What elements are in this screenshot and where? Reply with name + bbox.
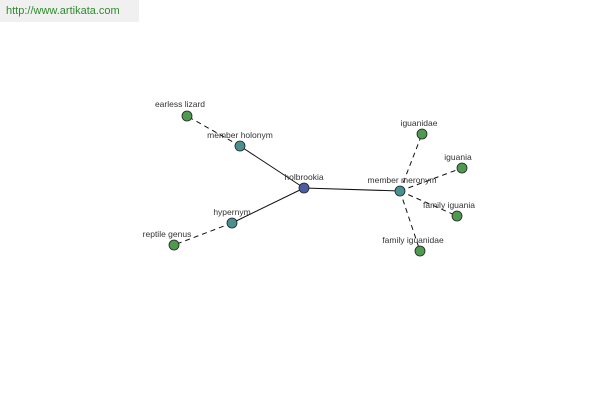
node-member-meronym-dot[interactable] <box>394 185 406 197</box>
node-iguanidae-label: iguanidae <box>401 118 438 128</box>
node-family-iguanidae-dot[interactable] <box>414 245 426 257</box>
node-holbrookia-dot[interactable] <box>298 182 310 194</box>
node-earless-lizard-dot[interactable] <box>181 110 193 122</box>
edge-hypernym-to-reptile-genus <box>173 222 233 246</box>
node-iguania[interactable]: iguania <box>444 152 472 174</box>
node-member-holonym-label: member holonym <box>207 130 273 140</box>
edge-member-meronym-to-iguania <box>399 167 463 192</box>
node-family-iguania-label: family iguania <box>423 200 475 210</box>
edge-holbrookia-to-member-holonym <box>239 145 305 189</box>
edge-member-meronym-to-family-iguanidae <box>399 190 421 252</box>
node-family-iguania[interactable]: family iguania <box>423 200 475 222</box>
node-hypernym-label: hypernym <box>213 207 250 217</box>
site-url-link[interactable]: http://www.artikata.com <box>6 5 120 17</box>
edge-member-holonym-to-earless-lizard <box>186 115 241 147</box>
node-reptile-genus-label: reptile genus <box>143 229 192 239</box>
node-holbrookia[interactable]: holbrookia <box>284 172 324 194</box>
node-iguania-label: iguania <box>444 152 472 162</box>
node-hypernym[interactable]: hypernym <box>213 207 251 229</box>
node-holbrookia-label: holbrookia <box>284 172 323 182</box>
node-earless-lizard[interactable]: earless lizard <box>155 99 205 122</box>
edge-holbrookia-to-member-meronym <box>303 187 401 192</box>
graph-edges <box>173 115 463 252</box>
node-iguanidae[interactable]: iguanidae <box>401 118 438 140</box>
node-earless-lizard-label: earless lizard <box>155 99 205 109</box>
edge-holbrookia-to-hypernym <box>231 187 305 224</box>
graph-nodes: holbrookia member holonym hypernym member m… <box>143 99 475 257</box>
node-member-holonym-dot[interactable] <box>234 140 246 152</box>
node-member-meronym-label: member meronym <box>368 175 437 185</box>
node-family-iguania-dot[interactable] <box>451 210 463 222</box>
node-reptile-genus-dot[interactable] <box>168 239 180 251</box>
node-member-meronym[interactable]: member meronym <box>368 175 437 197</box>
node-iguania-dot[interactable] <box>456 162 468 174</box>
node-family-iguanidae-label: family iguanidae <box>382 235 444 245</box>
node-member-holonym[interactable]: member holonym <box>207 130 273 152</box>
node-hypernym-dot[interactable] <box>226 217 238 229</box>
edge-member-meronym-to-iguanidae <box>399 133 423 192</box>
node-family-iguanidae[interactable]: family iguanidae <box>382 235 444 257</box>
node-reptile-genus[interactable]: reptile genus <box>143 229 192 251</box>
header-bar: http://www.artikata.com <box>0 0 139 22</box>
edge-member-meronym-to-family-iguania <box>399 190 458 217</box>
node-iguanidae-dot[interactable] <box>416 128 428 140</box>
